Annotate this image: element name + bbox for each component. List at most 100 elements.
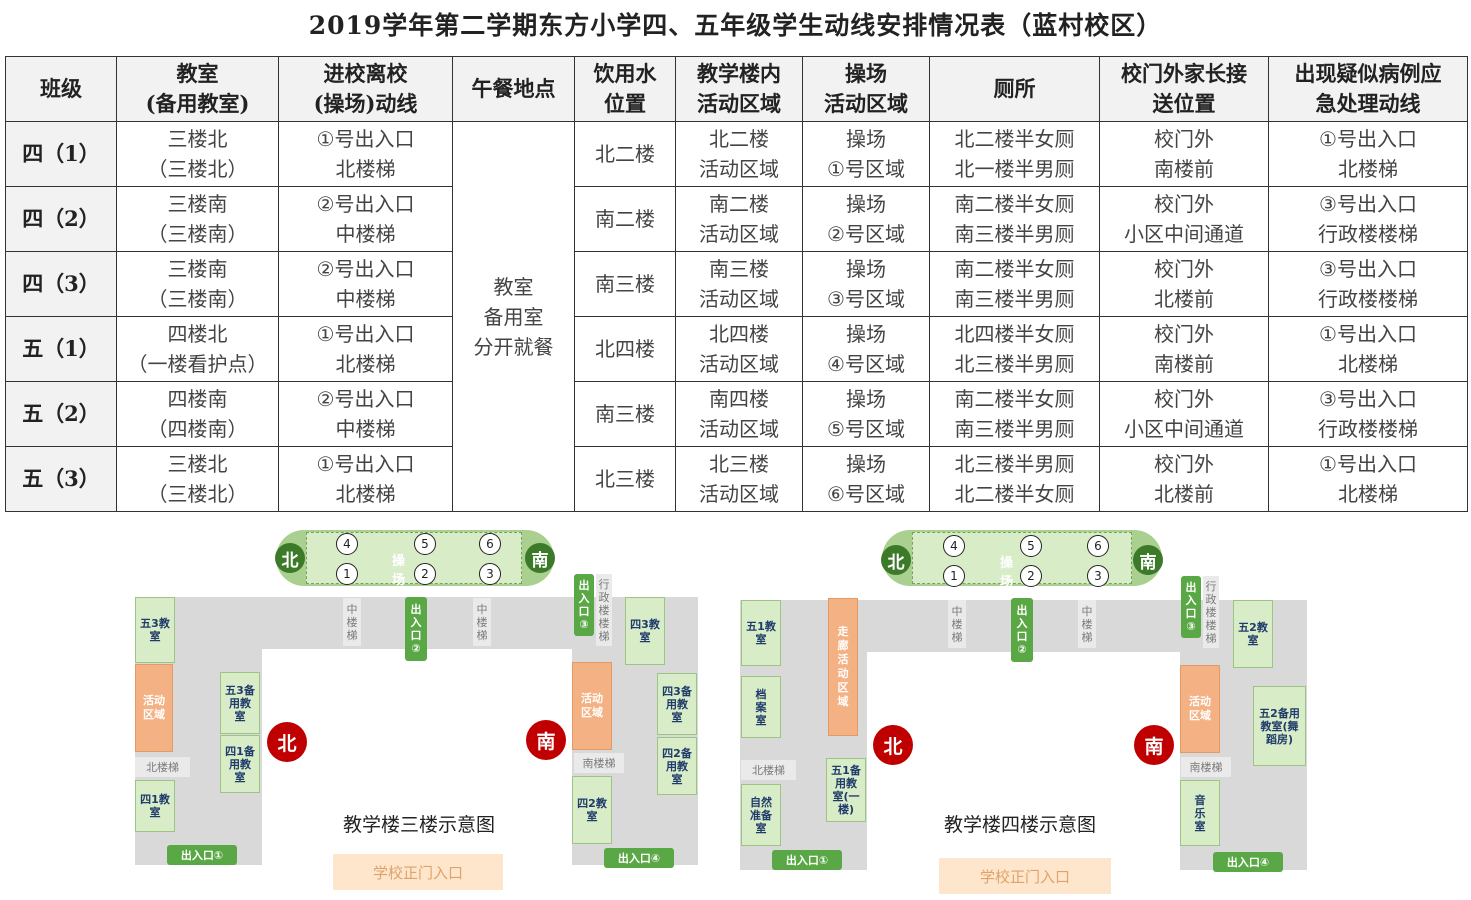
- class-cell: 四（1）: [5, 121, 117, 187]
- route-cell: ①号出入口北楼梯: [278, 316, 453, 382]
- field-zone-6: 6: [479, 533, 501, 555]
- class-cell: 五（3）: [5, 446, 117, 512]
- field-north-marker: 北: [275, 543, 305, 573]
- emergency-cell: ①号出入口北楼梯: [1268, 121, 1468, 187]
- indoor-cell: 北二楼活动区域: [675, 121, 803, 187]
- corridor-activity-area: 走廊活动区域: [828, 598, 858, 736]
- field-zone-5: 5: [1020, 535, 1042, 557]
- indoor-cell: 南四楼活动区域: [675, 381, 803, 447]
- archive-room: 档案室: [741, 676, 781, 738]
- toilet-cell: 北三楼半男厕北二楼半女厕: [929, 446, 1100, 512]
- header-pickup: 校门外家长接送位置: [1099, 56, 1269, 122]
- lunch-cell: 教室备用室分开就餐: [452, 121, 575, 512]
- exit-1: 出入口①: [167, 845, 237, 865]
- room-4-1-backup: 四1备用教室: [220, 735, 260, 793]
- class-cell: 五（1）: [5, 316, 117, 382]
- room-5-2-backup: 五2备用教室(舞蹈房): [1253, 686, 1306, 766]
- exit-2: 出入口②: [1011, 598, 1033, 662]
- room-cell: 四楼北（一楼看护点）: [116, 316, 279, 382]
- field-zone-3: 3: [479, 563, 501, 585]
- middle-stairs-left: 中楼梯: [343, 598, 361, 646]
- room-cell: 三楼北（三楼北）: [116, 121, 279, 187]
- toilet-cell: 北二楼半女厕北一楼半男厕: [929, 121, 1100, 187]
- activity-area-south: 活动区域: [1180, 665, 1220, 753]
- toilet-cell: 南二楼半女厕南三楼半男厕: [929, 251, 1100, 317]
- field-label: 操场: [1000, 556, 1028, 590]
- exit-1: 出入口①: [772, 850, 842, 870]
- room-4-2: 四2教室: [572, 776, 612, 844]
- field-zone-4: 4: [943, 535, 965, 557]
- indoor-cell: 南三楼活动区域: [675, 251, 803, 317]
- route-cell: ①号出入口北楼梯: [278, 121, 453, 187]
- exit-3: 出入口③: [574, 574, 594, 636]
- route-cell: ②号出入口中楼梯: [278, 381, 453, 447]
- class-cell: 四（3）: [5, 251, 117, 317]
- indoor-cell: 北四楼活动区域: [675, 316, 803, 382]
- school-gate: 学校正门入口: [333, 854, 503, 890]
- water-cell: 南二楼: [574, 186, 676, 252]
- water-cell: 北四楼: [574, 316, 676, 382]
- water-cell: 北二楼: [574, 121, 676, 187]
- activity-area-north: 活动区域: [135, 664, 173, 752]
- emergency-cell: ③号出入口行政楼楼梯: [1268, 381, 1468, 447]
- indoor-cell: 南二楼活动区域: [675, 186, 803, 252]
- field-zone-2: 2: [414, 563, 436, 585]
- pickup-cell: 校门外南楼前: [1099, 316, 1269, 382]
- room-4-1: 四1教室: [135, 780, 175, 832]
- header-route: 进校离校(操场)动线: [278, 56, 453, 122]
- header-water: 饮用水位置: [574, 56, 676, 122]
- south-stairs: 南楼梯: [574, 753, 624, 773]
- admin-stairs: 行政楼楼梯: [596, 574, 612, 646]
- middle-stairs-right: 中楼梯: [1078, 600, 1096, 648]
- toilet-cell: 北四楼半女厕北三楼半男厕: [929, 316, 1100, 382]
- room-5-3: 五3教室: [135, 597, 175, 663]
- room-cell: 三楼北（三楼北）: [116, 446, 279, 512]
- north-stairs: 北楼梯: [135, 757, 190, 777]
- indoor-cell: 北三楼活动区域: [675, 446, 803, 512]
- field-south-marker: 南: [1133, 545, 1163, 575]
- room-cell: 三楼南（三楼南）: [116, 186, 279, 252]
- room-cell: 三楼南（三楼南）: [116, 251, 279, 317]
- route-cell: ②号出入口中楼梯: [278, 186, 453, 252]
- toilet-cell: 南二楼半女厕南三楼半男厕: [929, 381, 1100, 447]
- room-cell: 四楼南（四楼南）: [116, 381, 279, 447]
- school-gate: 学校正门入口: [939, 858, 1111, 894]
- page-title: 2019学年第二学期东方小学四、五年级学生动线安排情况表（蓝村校区）: [308, 11, 1163, 40]
- exit-4: 出入口④: [1213, 852, 1283, 872]
- header-room: 教室(备用教室): [116, 56, 279, 122]
- field-north-marker: 北: [881, 545, 911, 575]
- south-marker: 南: [526, 720, 566, 760]
- field-zone-6: 6: [1087, 535, 1109, 557]
- field-zone-2: 2: [1020, 565, 1042, 587]
- water-cell: 南三楼: [574, 381, 676, 447]
- north-stairs: 北楼梯: [741, 760, 796, 780]
- schedule-table: 班级 教室(备用教室) 进校离校(操场)动线 午餐地点 饮用水位置 教学楼内活动…: [5, 56, 1468, 512]
- exit-3: 出入口③: [1181, 576, 1201, 638]
- table-row: 四（1） 三楼北（三楼北） ①号出入口北楼梯 教室备用室分开就餐 北二楼 北二楼…: [5, 121, 1468, 512]
- class-cell: 五（2）: [5, 381, 117, 447]
- header-field: 操场活动区域: [802, 56, 930, 122]
- room-4-2-backup: 四2备用教室: [657, 737, 697, 795]
- pickup-cell: 校门外北楼前: [1099, 251, 1269, 317]
- emergency-cell: ①号出入口北楼梯: [1268, 446, 1468, 512]
- room-4-3: 四3教室: [625, 597, 665, 665]
- north-marker: 北: [267, 722, 307, 762]
- field-south-marker: 南: [525, 543, 555, 573]
- toilet-cell: 南二楼半女厕南三楼半男厕: [929, 186, 1100, 252]
- map-title: 教学楼四楼示意图: [944, 814, 1097, 836]
- field-zone-1: 1: [336, 563, 358, 585]
- water-cell: 南三楼: [574, 251, 676, 317]
- room-4-3-backup: 四3备用教室: [657, 673, 697, 735]
- header-row: 班级 教室(备用教室) 进校离校(操场)动线 午餐地点 饮用水位置 教学楼内活动…: [5, 56, 1468, 122]
- room-5-1-backup: 五1备用教室(一楼): [826, 758, 866, 822]
- activity-area-south: 活动区域: [572, 662, 612, 750]
